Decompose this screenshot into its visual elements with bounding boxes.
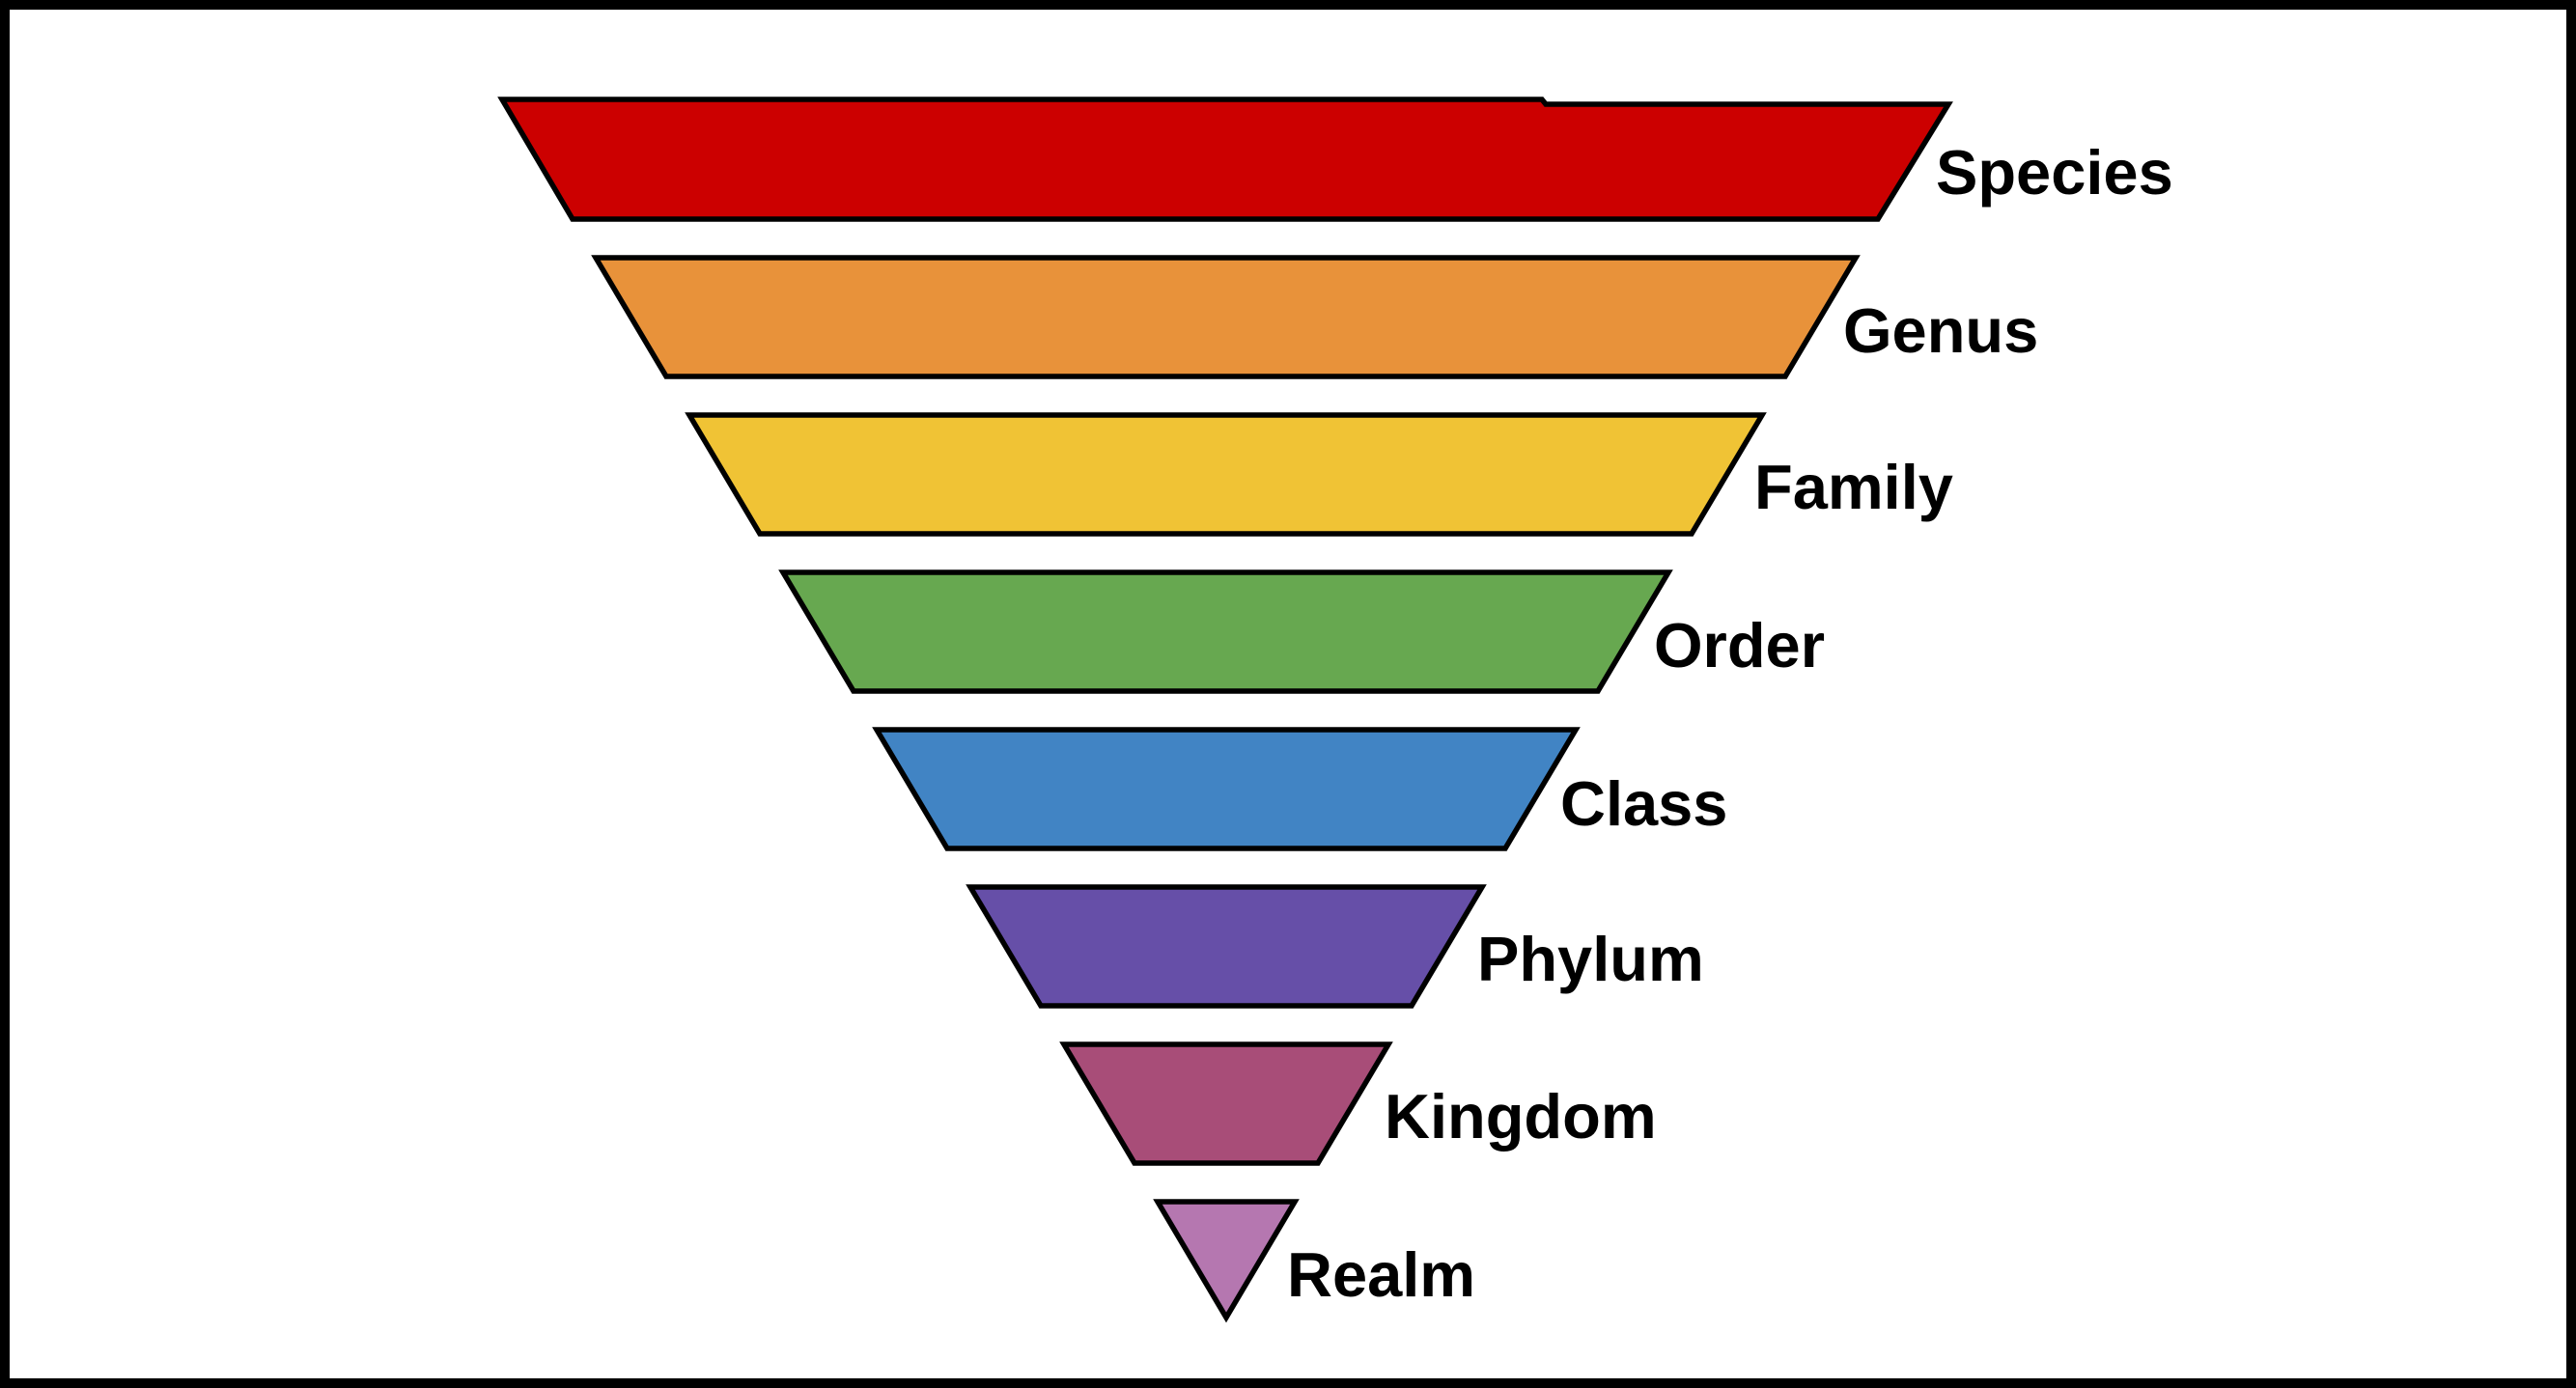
funnel-level-genus bbox=[591, 255, 1861, 379]
funnel-level-realm bbox=[1153, 1199, 1300, 1323]
funnel-label-order: Order bbox=[1654, 610, 1825, 680]
funnel-label-realm: Realm bbox=[1287, 1239, 1475, 1310]
funnel-level-family bbox=[685, 412, 1767, 537]
funnel-label-genus: Genus bbox=[1843, 295, 2038, 366]
funnel-level-kingdom bbox=[1059, 1041, 1393, 1166]
funnel-label-phylum: Phylum bbox=[1477, 924, 1704, 994]
funnel-label-kingdom: Kingdom bbox=[1385, 1081, 1657, 1152]
funnel-level-class bbox=[872, 727, 1581, 851]
funnel-label-species: Species bbox=[1936, 137, 2173, 208]
funnel-level-phylum bbox=[966, 884, 1487, 1009]
funnel-level-order bbox=[778, 569, 1673, 694]
funnel-level-species bbox=[497, 97, 1953, 222]
funnel-label-family: Family bbox=[1754, 452, 1953, 522]
funnel-label-class: Class bbox=[1560, 768, 1727, 839]
